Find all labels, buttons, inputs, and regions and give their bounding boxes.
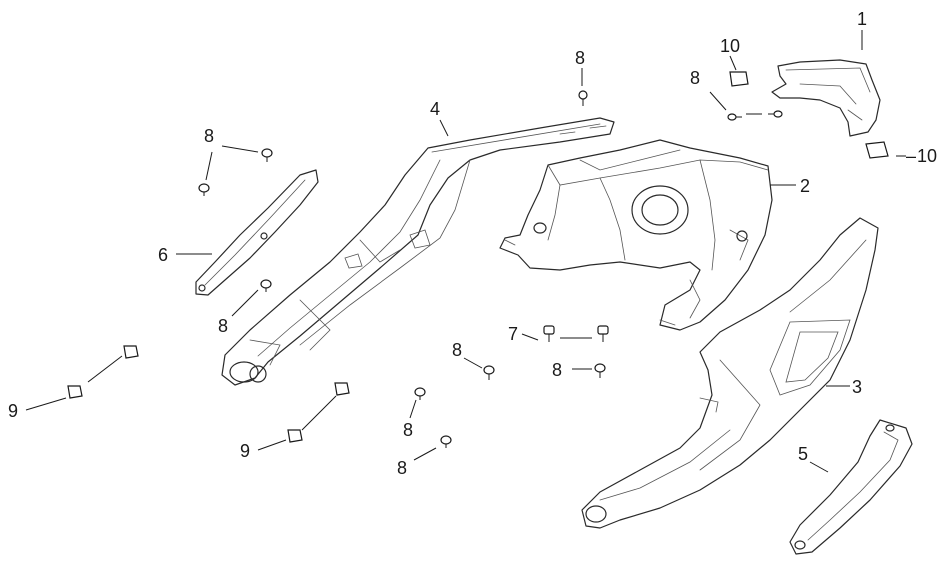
speed-nut-group xyxy=(729,71,889,159)
callout-3: 3 xyxy=(852,377,862,397)
screw xyxy=(768,110,783,118)
callout-10-right-dash: – xyxy=(906,146,916,166)
left-side-trim xyxy=(195,169,319,296)
rear-inner-frame xyxy=(499,139,773,331)
right-side-trim xyxy=(789,419,913,555)
callout-8-left-top: 8 xyxy=(204,126,214,146)
callout-10-right: 10 xyxy=(917,146,937,166)
callouts: 1 10 8 8 4 2 – 10 8 6 8 7 8 8 3 9 9 8 8 … xyxy=(8,9,937,478)
screw xyxy=(260,279,272,292)
callout-8-center-right: 8 xyxy=(552,360,562,380)
screw xyxy=(578,90,588,106)
right-side-cover xyxy=(581,217,879,529)
speed-nut xyxy=(865,141,889,159)
callout-8-lower-a: 8 xyxy=(403,420,413,440)
callout-7: 7 xyxy=(508,324,518,344)
callout-4: 4 xyxy=(430,99,440,119)
callout-8-lower-b: 8 xyxy=(397,458,407,478)
screw xyxy=(594,363,606,378)
speed-nut xyxy=(729,71,749,87)
screw xyxy=(440,435,452,448)
clip-nut xyxy=(67,385,83,399)
bolt-group xyxy=(543,325,609,342)
screw xyxy=(414,387,426,400)
callout-9-left: 9 xyxy=(8,401,18,421)
callout-6: 6 xyxy=(158,245,168,265)
callout-8-left-mid: 8 xyxy=(218,316,228,336)
screw xyxy=(483,365,495,380)
bolt xyxy=(543,325,555,342)
callout-8-center: 8 xyxy=(452,340,462,360)
clip-nut-group xyxy=(67,345,350,443)
rear-tail-cover xyxy=(771,59,881,137)
callout-8-top-right: 8 xyxy=(690,68,700,88)
callout-9-center: 9 xyxy=(240,441,250,461)
screw xyxy=(198,183,210,196)
screw-group xyxy=(198,90,783,448)
callout-2: 2 xyxy=(800,176,810,196)
clip-nut xyxy=(334,382,350,396)
callout-8-top-center: 8 xyxy=(575,48,585,68)
left-side-cover xyxy=(221,117,615,386)
bolt xyxy=(597,325,609,342)
callout-1: 1 xyxy=(857,9,867,29)
leader-lines xyxy=(25,30,906,473)
callout-5: 5 xyxy=(798,444,808,464)
clip-nut xyxy=(123,345,139,359)
screw xyxy=(261,148,273,162)
screw xyxy=(727,113,742,121)
callout-10-top: 10 xyxy=(720,36,740,56)
clip-nut xyxy=(287,429,303,443)
